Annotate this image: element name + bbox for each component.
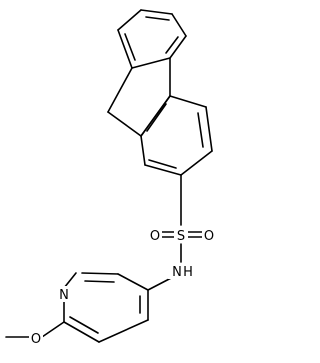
bond <box>117 29 133 69</box>
bond <box>117 9 142 31</box>
bond <box>124 33 136 61</box>
bond <box>180 150 213 176</box>
structure-svg: S O O N H N O <box>5 9 216 347</box>
bond <box>107 111 142 137</box>
bond <box>140 9 173 15</box>
bond <box>171 13 187 37</box>
bond <box>81 272 119 275</box>
bond <box>63 272 77 289</box>
bond <box>140 135 146 166</box>
bond <box>148 159 177 169</box>
methoxy-oxygen-background <box>29 330 43 346</box>
amide-nitrogen-atom: N <box>172 265 182 280</box>
bond <box>69 316 99 334</box>
bond <box>107 67 133 113</box>
pyridine-nitrogen-atom: N <box>59 288 69 303</box>
bond <box>146 103 167 132</box>
bond <box>98 319 149 343</box>
bond <box>169 95 207 108</box>
methoxy-oxygen-atom: O <box>31 332 41 347</box>
amide-nitrogen-background <box>168 263 196 279</box>
bond <box>144 164 182 176</box>
oxygen-left-background <box>148 227 162 243</box>
bond <box>169 35 187 59</box>
bond <box>84 280 115 283</box>
bond <box>131 57 171 69</box>
sulfur-background <box>174 227 188 243</box>
oxygen-left-atom: O <box>150 229 160 244</box>
bond <box>41 321 65 338</box>
oxygen-right-atom: O <box>204 229 214 244</box>
bond <box>205 106 213 152</box>
bond <box>197 112 204 148</box>
chemical-structure-diagram: S O O N H N O <box>5 9 216 347</box>
pyridine-nitrogen-background <box>57 286 71 302</box>
bond <box>117 273 149 291</box>
amide-hydrogen-atom: H <box>183 265 193 280</box>
oxygen-right-background <box>202 227 216 243</box>
bond <box>140 95 171 137</box>
atom-label-group: S O O N H N O <box>29 227 216 347</box>
bond <box>145 16 170 21</box>
bond <box>63 321 100 343</box>
bond-group <box>5 9 213 343</box>
bond <box>165 36 179 54</box>
sulfur-atom: S <box>177 229 185 244</box>
